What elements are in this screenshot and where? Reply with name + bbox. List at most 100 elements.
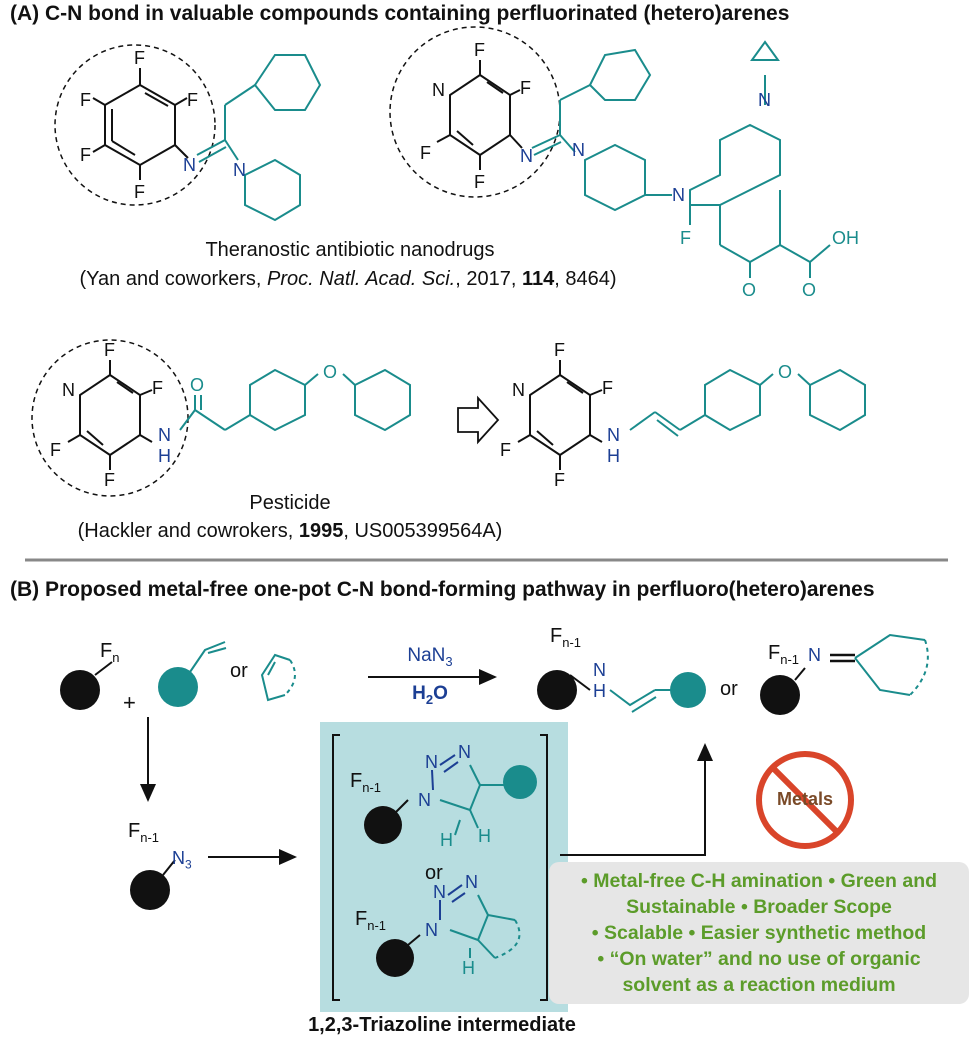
caption-pesticide: Pesticide: [249, 492, 331, 514]
or-label: or: [230, 660, 248, 682]
atom-label-o: O: [778, 362, 793, 382]
atom-label-n: N: [758, 90, 771, 110]
compound-2-teal-part: [531, 40, 831, 278]
benefit-line: • Metal-free C-H amination • Green and: [580, 870, 938, 892]
fn1-label: Fn-1: [350, 770, 381, 795]
atom-label-f: F: [500, 440, 511, 460]
cyclic-alkene: [260, 653, 291, 702]
solvent-subscript: 2: [425, 691, 434, 707]
f-symbol: F: [768, 642, 781, 664]
caption-theranostic: Theranostic antibiotic nanodrugs: [205, 239, 495, 261]
azide-label: N3: [172, 848, 192, 872]
pesticide-teal-part: [179, 368, 411, 432]
atom-label-o: O: [190, 375, 205, 395]
product2-arene-ball: [760, 675, 800, 715]
caption-theranostic-ref: (Yan and coworkers, Proc. Natl. Acad. Sc…: [28, 268, 668, 291]
atom-label-n: N: [808, 645, 821, 665]
ref-year: 1995: [298, 520, 344, 542]
atom-label-h: H: [593, 681, 606, 701]
atom-label-f: F: [602, 378, 613, 398]
vinyl-amine-teal-part: [629, 368, 866, 437]
arene-ball: [60, 670, 100, 710]
f-symbol: F: [350, 770, 363, 792]
solvent-text: H: [412, 683, 426, 704]
atom-label-f: F: [50, 440, 61, 460]
atom-label-n: N: [418, 790, 431, 810]
section-a-title: (A) C-N bond in valuable compounds conta…: [10, 2, 790, 25]
atom-label-oh: OH: [832, 228, 859, 248]
atom-label-h: H: [440, 830, 453, 850]
atom-label-n: N: [62, 380, 75, 400]
ref-authors: (Hackler and cowrokers,: [77, 520, 299, 542]
atom-label-o: O: [802, 280, 817, 300]
atom-label-n: N: [425, 920, 438, 940]
n1-subscript: n-1: [780, 652, 800, 667]
n1-subscript: n-1: [562, 635, 582, 650]
compound-pentafluorophenyl-amidine: [54, 44, 216, 206]
atom-label-f: F: [104, 470, 115, 490]
atom-label-f: F: [474, 40, 485, 60]
product-arene-ball: [537, 670, 577, 710]
benefit-line: • Scalable • Easier synthetic method: [591, 922, 927, 944]
atom-label-f: F: [520, 78, 531, 98]
atom-label-n: N: [432, 80, 445, 100]
atom-label-h: H: [607, 446, 620, 466]
atom-label-f: F: [420, 143, 431, 163]
intermediate-caption: 1,2,3-Triazoline intermediate: [308, 1014, 576, 1036]
atom-label-n: N: [458, 742, 471, 762]
fn1-label: Fn-1: [128, 820, 159, 845]
atom-label-f: F: [680, 228, 691, 248]
or-label: or: [425, 862, 443, 884]
n-symbol: N: [172, 848, 185, 868]
atom-label-f: F: [134, 182, 145, 202]
benefit-line: solvent as a reaction medium: [622, 974, 896, 996]
highlight-circle: [54, 44, 216, 206]
fn1-label: Fn-1: [550, 625, 581, 650]
alkene-ball: [158, 667, 198, 707]
f-symbol: F: [128, 820, 141, 842]
ref-volume: 114: [521, 268, 555, 290]
benefits-box: • Metal-free C-H amination • Green and S…: [549, 862, 969, 1004]
hollow-arrow: [457, 395, 500, 445]
ref-authors: (Yan and coworkers,: [79, 268, 268, 290]
ref-patent: , US005399564A): [343, 520, 503, 542]
plus-sign: +: [123, 690, 136, 715]
fn-label: Fn: [100, 640, 119, 665]
atom-label-f: F: [152, 378, 163, 398]
atom-label-n: N: [512, 380, 525, 400]
benefit-line: Sustainable • Broader Scope: [626, 896, 892, 918]
fn1-label: Fn-1: [768, 642, 799, 667]
atom-label-n: N: [593, 660, 606, 680]
atom-label-n: N: [465, 872, 478, 892]
atom-label-f: F: [187, 90, 198, 110]
atom-label-n: N: [233, 160, 246, 180]
or-label: or: [720, 678, 738, 700]
atom-label-f: F: [80, 145, 91, 165]
f-symbol: F: [355, 908, 368, 930]
atom-label-n: N: [433, 882, 446, 902]
benefit-line: • “On water” and no use of organic: [597, 948, 921, 970]
atom-label-h: H: [478, 826, 491, 846]
arrow-to-product: [560, 743, 713, 856]
atom-label-n: N: [572, 140, 585, 160]
atom-label-h: H: [158, 446, 171, 466]
reagent-subscript: 3: [445, 653, 453, 669]
metals-label: Metals: [776, 789, 834, 809]
n1-subscript: n-1: [362, 780, 382, 795]
n1-subscript: n-1: [140, 830, 160, 845]
atom-label-f: F: [134, 48, 145, 68]
three-subscript: 3: [185, 857, 192, 872]
product-alkene-ball: [670, 672, 706, 708]
compound-vinyl-amine: [517, 360, 603, 470]
atom-label-f: F: [554, 340, 565, 360]
atom-label-o: O: [323, 362, 338, 382]
solvent-label: H2O: [380, 683, 480, 707]
atom-label-n: N: [672, 185, 685, 205]
atom-label-f: F: [80, 90, 91, 110]
atom-label-n: N: [607, 425, 620, 445]
caption-pesticide-ref: (Hackler and cowrokers, 1995, US00539956…: [40, 520, 540, 543]
no-metals-sign: [756, 751, 854, 849]
azide-arene-ball: [130, 870, 170, 910]
